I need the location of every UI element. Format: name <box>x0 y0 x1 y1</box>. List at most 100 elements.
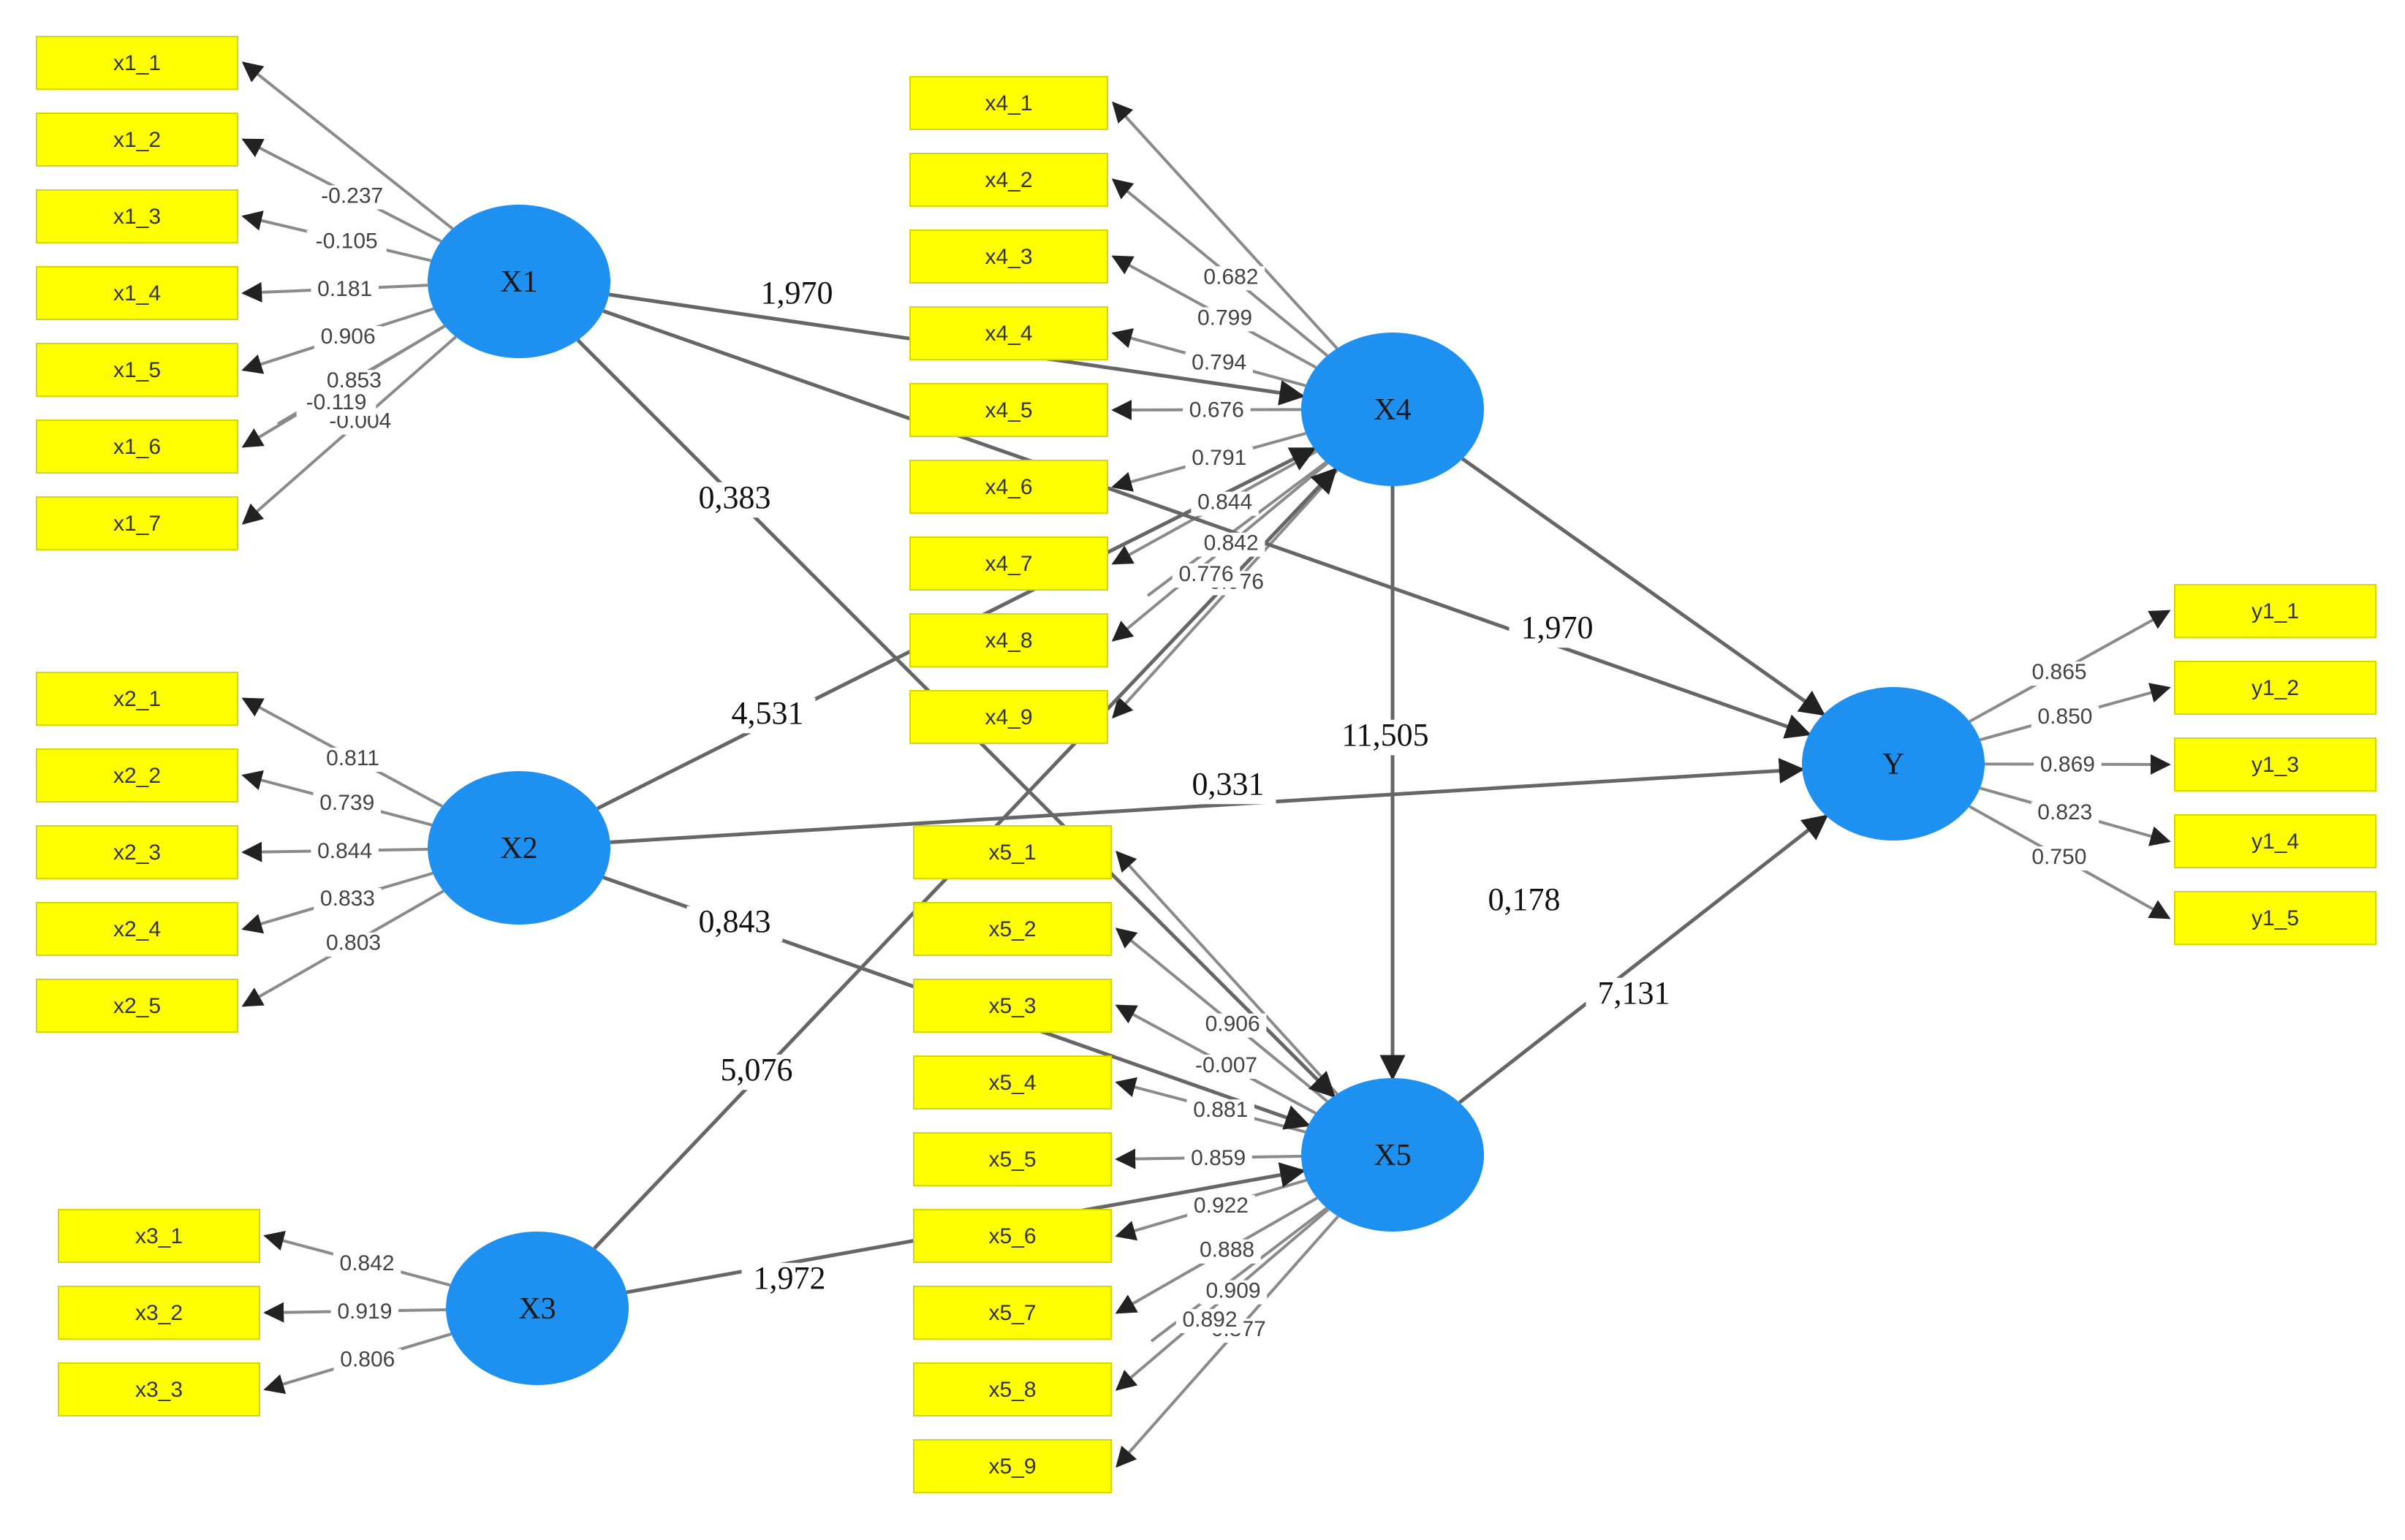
indicator-label: x4_3 <box>985 245 1032 269</box>
indicator-box <box>913 1055 1112 1110</box>
indicator-label: y1_5 <box>2251 906 2299 930</box>
indicator-box <box>36 343 238 397</box>
indicator-y1_2[interactable]: y1_2 <box>2174 661 2376 715</box>
indicator-x4_2[interactable]: x4_2 <box>909 153 1108 207</box>
loading-value-x4_7-bg <box>1191 491 1259 516</box>
loading-value-x2_4: 0.833 <box>320 887 375 911</box>
indicator-label: x2_4 <box>113 917 161 941</box>
latent-ellipse <box>428 771 610 925</box>
indicator-x3_2[interactable]: x3_2 <box>58 1286 260 1340</box>
loading-value-x4_5: 0.676 <box>1189 398 1244 422</box>
indicator-x5_7[interactable]: x5_7 <box>913 1286 1112 1340</box>
indicator-label: x1_4 <box>113 281 161 306</box>
loading-value-x3_3-group: 0.806 <box>333 1347 402 1373</box>
indicator-box <box>913 1132 1112 1186</box>
path-coefficient-X5-Y-bg <box>1586 977 1682 1014</box>
path-coefficient-X1-Y-group: 1,970 <box>1509 610 1605 648</box>
indicator-box <box>913 979 1112 1033</box>
loading-value-x5_4: 0.881 <box>1193 1098 1248 1122</box>
indicator-x5_8[interactable]: x5_8 <box>913 1362 1112 1416</box>
indicator-box <box>36 113 238 167</box>
indicator-x5_6[interactable]: x5_6 <box>913 1209 1112 1263</box>
indicator-x1_3[interactable]: x1_3 <box>36 189 238 243</box>
loading-value-x3_3-bg <box>333 1349 402 1373</box>
indicator-x4_9[interactable]: x4_9 <box>909 690 1108 744</box>
latent-Y[interactable]: Y <box>1802 687 1985 841</box>
loading-value-x5_5-group: 0.859 <box>1184 1146 1252 1172</box>
loading-value-y1_5: 0.750 <box>2031 845 2086 869</box>
indicator-label: x5_5 <box>988 1148 1036 1172</box>
loading-value-x5_4-group: 0.881 <box>1186 1098 1254 1124</box>
loading-value-x4_8-group: 0.842 <box>1197 531 1265 557</box>
latent-X3[interactable]: X3 <box>446 1232 629 1385</box>
indicator-box <box>913 1286 1112 1340</box>
indicator-x1_4[interactable]: x1_4 <box>36 266 238 320</box>
latent-X1[interactable]: X1 <box>428 205 610 358</box>
indicator-label: y1_2 <box>2251 676 2299 700</box>
indicator-x3_1[interactable]: x3_1 <box>58 1209 260 1263</box>
loading-value-x2_4-bg <box>314 888 382 913</box>
indicator-x4_1[interactable]: x4_1 <box>909 76 1108 130</box>
indicator-x5_1[interactable]: x5_1 <box>913 825 1112 879</box>
indicator-x4_7[interactable]: x4_7 <box>909 536 1108 591</box>
indicator-x1_7[interactable]: x1_7 <box>36 496 238 550</box>
indicator-box <box>909 306 1108 360</box>
indicator-x5_5[interactable]: x5_5 <box>913 1132 1112 1186</box>
loading-value-x1_3: -0.105 <box>316 229 378 253</box>
indicator-label: x3_2 <box>135 1301 183 1325</box>
indicator-y1_3[interactable]: y1_3 <box>2174 737 2376 792</box>
indicator-x2_3[interactable]: x2_3 <box>36 825 238 879</box>
loading-value-y1_1-bg <box>2025 661 2094 686</box>
indicator-label: x4_6 <box>985 475 1032 499</box>
indicator-x5_9[interactable]: x5_9 <box>913 1439 1112 1493</box>
latent-X5[interactable]: X5 <box>1301 1078 1484 1232</box>
indicator-x2_1[interactable]: x2_1 <box>36 672 238 726</box>
indicator-box <box>909 76 1108 130</box>
indicator-x1_1[interactable]: x1_1 <box>36 36 238 90</box>
indicator-box <box>2174 814 2376 868</box>
indicator-box <box>36 672 238 726</box>
indicator-x1_2[interactable]: x1_2 <box>36 113 238 167</box>
indicator-x5_3[interactable]: x5_3 <box>913 979 1112 1033</box>
indicator-label: x5_7 <box>988 1301 1036 1325</box>
indicator-x2_2[interactable]: x2_2 <box>36 748 238 803</box>
indicator-layer: x1_1 x1_2 x1_3 x1_4 x1_5 x1_6 x1_7 x2_1 x2_2 x2_3… <box>36 36 2376 1493</box>
loading-value-y1_4: 0.823 <box>2037 800 2092 824</box>
loading-value-x2_1-group: 0.811 <box>319 746 387 772</box>
indicator-label: x1_3 <box>113 205 161 229</box>
indicator-box <box>909 536 1108 591</box>
indicator-y1_4[interactable]: y1_4 <box>2174 814 2376 868</box>
latent-ellipse <box>428 205 610 358</box>
latent-label: Y <box>1882 748 1904 781</box>
latent-X2[interactable]: X2 <box>428 771 610 925</box>
indicator-x4_3[interactable]: x4_3 <box>909 230 1108 284</box>
loading-value-y1_2-bg <box>2031 706 2099 731</box>
indicator-y1_1[interactable]: y1_1 <box>2174 584 2376 638</box>
indicator-label: x4_5 <box>985 398 1032 422</box>
indicator-label: x4_9 <box>985 705 1032 729</box>
indicator-box <box>2174 737 2376 792</box>
loading-value-x4_4: 0.794 <box>1192 350 1246 374</box>
indicator-label: x5_2 <box>988 917 1036 941</box>
indicator-x1_6[interactable]: x1_6 <box>36 420 238 474</box>
loading-value-x1_2: -0.237 <box>321 184 383 208</box>
loading-value-x2_5: 0.803 <box>326 931 381 955</box>
indicator-x5_4[interactable]: x5_4 <box>913 1055 1112 1110</box>
loading-value-y1_2-group: 0.850 <box>2031 705 2099 731</box>
loading-value-y1_5-bg <box>2025 846 2094 870</box>
loading-value-x3_2-bg <box>330 1300 399 1325</box>
indicator-x4_8[interactable]: x4_8 <box>909 613 1108 667</box>
indicator-y1_5[interactable]: y1_5 <box>2174 891 2376 945</box>
indicator-x4_4[interactable]: x4_4 <box>909 306 1108 360</box>
indicator-x1_5[interactable]: x1_5 <box>36 343 238 397</box>
indicator-x2_5[interactable]: x2_5 <box>36 979 238 1033</box>
indicator-x4_5[interactable]: x4_5 <box>909 383 1108 437</box>
indicator-x4_6[interactable]: x4_6 <box>909 460 1108 514</box>
indicator-x3_3[interactable]: x3_3 <box>58 1362 260 1416</box>
indicator-x2_4[interactable]: x2_4 <box>36 902 238 956</box>
latent-label: X5 <box>1374 1139 1411 1172</box>
indicator-x5_2[interactable]: x5_2 <box>913 902 1112 956</box>
path-coefficient-X1-Y-bg <box>1509 612 1605 648</box>
latent-ellipse <box>1301 1078 1484 1232</box>
latent-X4[interactable]: X4 <box>1301 333 1484 486</box>
